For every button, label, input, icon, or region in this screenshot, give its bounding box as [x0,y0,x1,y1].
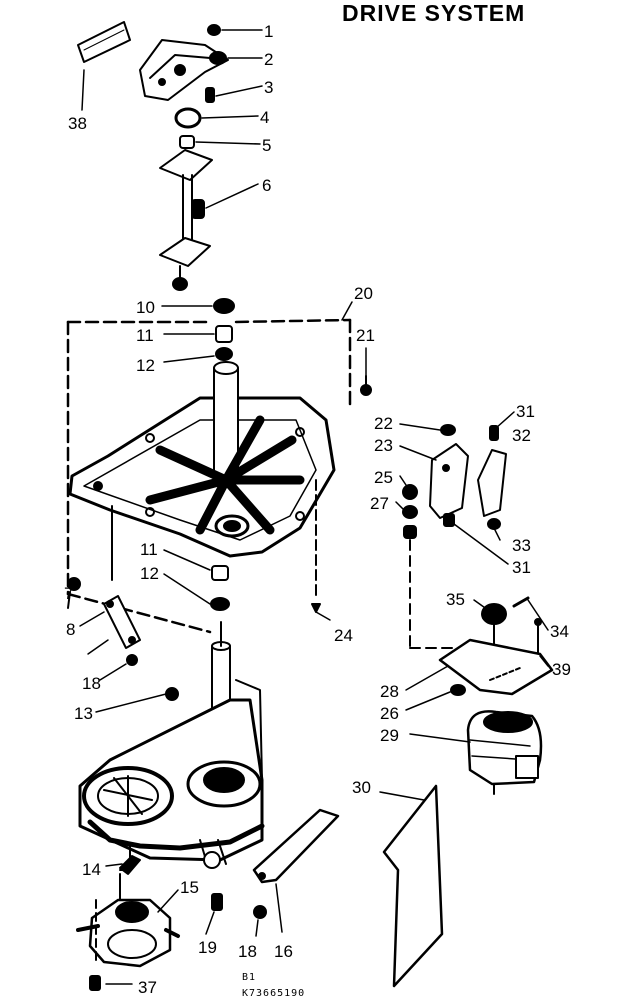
part-31-screw-lower [443,513,455,527]
callout-27: 27 [370,494,389,513]
callout-8: 8 [66,620,75,639]
callout-12-lower: 12 [140,564,159,583]
callout-6: 6 [262,176,271,195]
callout-39: 39 [552,660,571,679]
callout-37: 37 [138,978,157,997]
callout-29: 29 [380,726,399,745]
part-20-mounting-plate [68,361,336,599]
callout-3: 3 [264,78,273,97]
footer-model-number: K73665190 [242,988,306,999]
callout-4: 4 [260,108,269,127]
callout-31-lower: 31 [512,558,531,577]
part-8-strap [103,595,141,649]
footer-page-code: B1 [242,972,257,983]
part-34-pin [512,596,530,608]
callout-14: 14 [82,860,101,879]
callout-19: 19 [198,938,217,957]
part-18-nut-upper [126,654,138,666]
part-15-pump [76,873,180,968]
callout-32: 32 [512,426,531,445]
part-18-nut-lower [253,905,267,919]
part-12-washer-upper [215,347,233,361]
part-38-label-plate [77,21,131,63]
part-11-bearing-lower [211,565,229,581]
callout-30: 30 [352,778,371,797]
diagram-title: DRIVE SYSTEM [342,0,526,26]
part-21-screw [360,375,372,396]
part-22-nut [440,424,456,436]
callout-16: 16 [274,942,293,961]
callout-31-upper: 31 [516,402,535,421]
callout-labels: 1 2 3 4 5 6 7 8 10 11 12 11 12 13 14 15 … [64,22,571,997]
part-4-ring [174,107,202,129]
part-12-washer-lower [210,597,230,611]
callout-13: 13 [74,704,93,723]
part-7-screw [67,577,81,609]
part-16-strap [252,808,340,884]
part-6-shaft-assembly [159,149,213,291]
part-19-screw [211,893,223,911]
part-25-grommet [402,484,418,500]
callout-18-upper: 18 [82,674,101,693]
callout-5: 5 [262,136,271,155]
part-23-bracket [429,443,469,519]
callout-20: 20 [354,284,373,303]
part-5-collar [179,135,195,149]
part-13-plug [165,687,179,701]
callout-22: 22 [374,414,393,433]
callout-33: 33 [512,536,531,555]
callout-24: 24 [334,626,353,645]
leader-lines [79,29,549,985]
callout-18-lower: 18 [238,942,257,961]
callout-34: 34 [550,622,569,641]
callout-35: 35 [446,590,465,609]
callout-12-upper: 12 [136,356,155,375]
part-29-motor [466,710,543,795]
motor-mount-outline [409,539,453,649]
callout-7: 7 [64,584,73,603]
callout-23: 23 [374,436,393,455]
callout-10: 10 [136,298,155,317]
part-30-cover-panel [382,784,444,988]
part-gearcase-assembly [78,621,265,871]
group-20-outline [66,318,352,634]
part-3-screw [205,87,215,103]
part-2-bracket [139,39,229,101]
part-27-grommet [402,505,418,539]
callout-21: 21 [356,326,375,345]
callout-15: 15 [180,878,199,897]
part-24-screw [311,603,321,613]
callout-11-upper: 11 [136,326,154,345]
part-1-screw [207,24,221,36]
part-32-bracket [477,425,507,517]
callout-25: 25 [374,468,393,487]
part-14-clip [119,855,141,875]
callout-1: 1 [264,22,273,41]
part-26-washer [450,684,466,696]
callout-2: 2 [264,50,273,69]
part-28-motor-bracket [438,638,554,696]
callout-28: 28 [380,682,399,701]
callout-26: 26 [380,704,399,723]
callout-38: 38 [68,114,87,133]
callout-11-lower: 11 [140,540,158,559]
part-11-bearing-upper [215,325,233,343]
part-37-screw [89,975,101,991]
part-10-nut [213,298,235,314]
